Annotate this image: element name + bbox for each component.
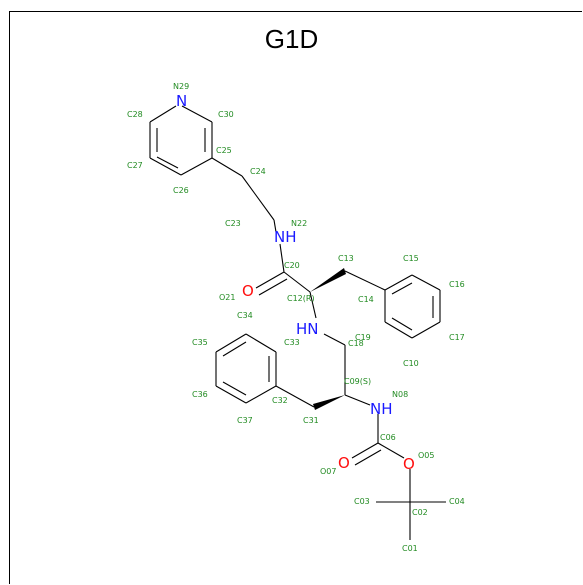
atom-label-c02: C02 — [412, 508, 428, 517]
atom-label-o05: O05 — [418, 451, 434, 460]
atom-label-c12r: C12(R) — [287, 294, 315, 303]
atom-label-c35: C35 — [192, 338, 208, 347]
atom-label-c15: C15 — [403, 254, 419, 263]
atom-label-c27: C27 — [127, 161, 143, 170]
atom-label-c06: C06 — [380, 433, 396, 442]
atom-label-c13: C13 — [338, 254, 354, 263]
atom-label-c34: C34 — [237, 311, 253, 320]
molecule-title: G1D — [264, 24, 319, 54]
phenyl-ring-left — [215, 333, 277, 404]
atom-label-c25: C25 — [216, 146, 232, 155]
atom-label-c28: C28 — [127, 110, 143, 119]
atom-labels: N29 C28 C30 C27 C25 C26 C24 C23 N22 C20 … — [127, 82, 465, 553]
atom-label-c09s: C09(S) — [344, 377, 371, 386]
atom-label-c33: C33 — [284, 338, 300, 347]
atom-label-c24: C24 — [250, 167, 266, 176]
atom-label-c16: C16 — [449, 280, 465, 289]
phenyl-ring-right — [384, 274, 441, 339]
atom-label-c20: C20 — [284, 261, 300, 270]
atom-O21: O — [242, 282, 254, 300]
atom-label-c37: C37 — [237, 416, 253, 425]
atom-O07: O — [338, 454, 350, 472]
atom-label-c10: C10 — [403, 359, 419, 368]
atom-label-c23: C23 — [225, 219, 241, 228]
pyridine-ring — [149, 105, 213, 176]
atom-O05: O — [403, 455, 415, 473]
atom-label-c14: C14 — [358, 295, 374, 304]
atom-label-n08: N08 — [392, 390, 408, 399]
atom-N22: NH — [274, 228, 297, 246]
atom-label-c03: C03 — [354, 497, 370, 506]
atom-label-n22: N22 — [291, 219, 307, 228]
atom-label-c04: C04 — [449, 497, 465, 506]
atom-label-n29: N29 — [173, 82, 189, 91]
atom-label-c01: C01 — [402, 544, 418, 553]
atom-label-c18: C18 — [348, 339, 364, 348]
diagram-frame — [9, 11, 582, 584]
atom-label-o07: O07 — [320, 467, 336, 476]
atom-label-c30: C30 — [218, 110, 234, 119]
atom-label-c26: C26 — [173, 186, 189, 195]
atom-N29: N — [176, 92, 187, 110]
atom-label-c19: C19 — [355, 333, 371, 342]
atom-N08: NH — [370, 400, 393, 418]
atom-label-o21: O21 — [219, 293, 235, 302]
atom-label-c17: C17 — [449, 333, 465, 342]
atom-N11: HN — [296, 320, 319, 338]
atom-label-c32: C32 — [272, 396, 288, 405]
atom-label-c36: C36 — [192, 390, 208, 399]
atom-label-c31: C31 — [303, 416, 319, 425]
